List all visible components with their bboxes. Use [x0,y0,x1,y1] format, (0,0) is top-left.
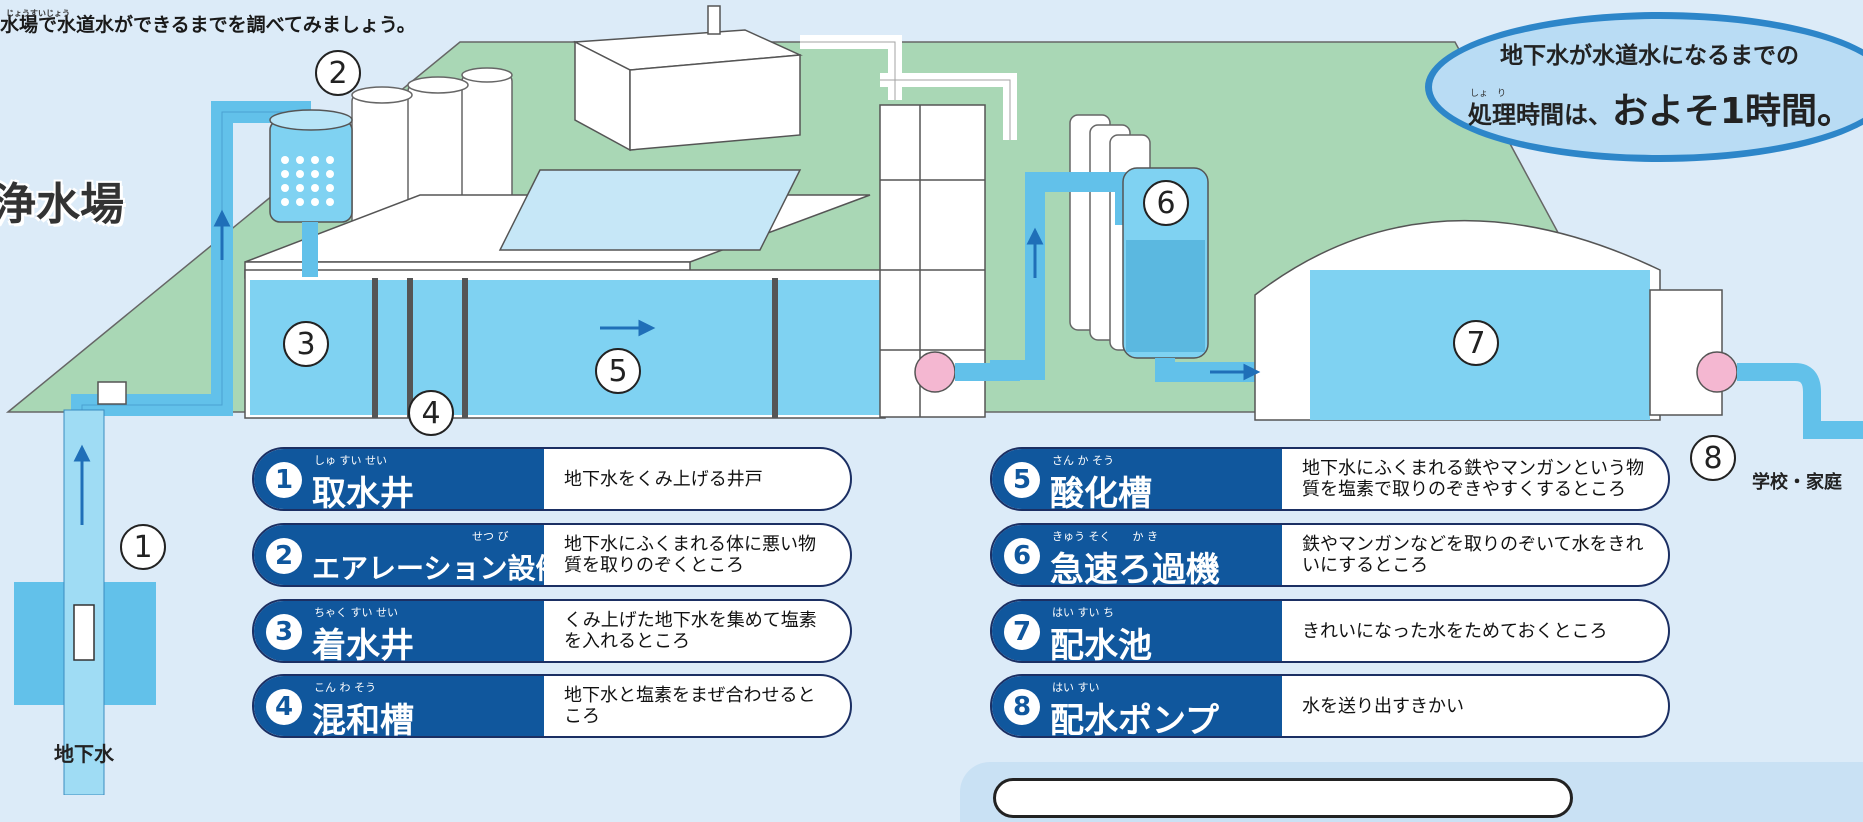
legend-badge: 1 [266,462,302,498]
legend-card-2: 2 せつ び エアレーション設備 地下水にふくまれる体に悪い物質を取りのぞくとこ… [252,523,852,587]
rapid-filter [1122,167,1209,359]
marker-3: 3 [283,321,329,367]
pumps [914,351,1738,393]
reservoir [1254,219,1723,421]
legend-name: 配水ポンプ [1050,701,1219,738]
legend-desc: 鉄やマンガンなどを取りのぞいて水をきれいにするところ [1302,534,1644,576]
legend-badge: 7 [1004,614,1040,650]
lower-panel-box [993,778,1573,818]
legend-ruby: ちゃく すい せい [314,606,398,619]
intro-ruby: じょうすいじょう [6,9,70,18]
legend-name: 配水池 [1050,626,1152,663]
marker-1: 1 [120,524,166,570]
legend-card-8: 8 はい すい 配水ポンプ 水を送り出すきかい [990,674,1670,738]
legend-card-3: 3 ちゃく すい せい 着水井 くみ上げた地下水を集めて塩素を入れるところ [252,599,852,663]
legend-ruby: はい すい ち [1052,606,1114,619]
callout-line1: 地下水が水道水になるまでの [1500,43,1799,69]
intro-text: じょうすいじょう 水場で水道水ができるまでを調べてみましょう。 [0,9,416,36]
main-basin [244,269,886,419]
legend-desc: 地下水にふくまれる鉄やマンガンという物質を塩素で取りのぞきやすくするところ [1302,458,1644,500]
legend-desc: 地下水にふくまれる体に悪い物質を取りのぞくところ [564,534,816,576]
marker-4: 4 [408,390,454,436]
purification-diagram: じょうすいじょう 水場で水道水ができるまでを調べてみましょう。 浄水場 地下水が… [0,5,1863,822]
legend-desc: 地下水と塩素をまぜ合わせるところ [564,685,816,727]
groundwater-label: 地下水 [54,742,114,766]
legend-card-6: 6 きゅう そく か き 急速ろ過機 鉄やマンガンなどを取りのぞいて水をきれいに… [990,523,1670,587]
callout-ruby: しょ り [1470,89,1507,99]
legend-ruby: はい すい [1052,681,1100,694]
legend-ruby: さん か そう [1052,454,1114,467]
legend-badge: 4 [266,689,302,725]
legend-card-1: 1 しゅ すい せい 取水井 地下水をくみ上げる井戸 [252,447,852,511]
legend-desc: 水を送り出すきかい [1302,696,1464,717]
legend-ruby: しゅ すい せい [314,454,387,467]
legend-badge: 8 [1004,689,1040,725]
legend-name: エアレーション設備 [312,552,564,585]
plant-illustration [5,5,1863,795]
marker-5: 5 [595,348,641,394]
well-shaft [14,381,156,795]
legend-badge: 2 [266,538,302,574]
legend-name: 混和槽 [312,701,414,738]
legend-card-4: 4 こん わ そう 混和槽 地下水と塩素をまぜ合わせるところ [252,674,852,738]
legend-badge: 3 [266,614,302,650]
processing-time-callout [1425,12,1863,162]
plant-name: 浄水場 [0,179,124,230]
legend-desc: きれいになった水をためておくところ [1302,621,1608,642]
legend-desc: くみ上げた地下水を集めて塩素を入れるところ [564,610,817,652]
marker-2: 2 [315,50,361,96]
legend-card-7: 7 はい すい ち 配水池 きれいになった水をためておくところ [990,599,1670,663]
legend-ruby: こん わ そう [314,681,376,694]
aeration-tower [269,109,353,277]
legend-name: 着水井 [312,626,414,663]
delivery-pipe [1737,363,1863,439]
legend-name: 取水井 [312,474,414,511]
marker-6: 6 [1143,180,1189,226]
destination-label: 学校・家庭 [1752,472,1842,493]
legend-desc: 地下水をくみ上げる井戸 [564,469,763,490]
legend-badge: 6 [1004,538,1040,574]
marker-8: 8 [1690,435,1736,481]
legend-badge: 5 [1004,462,1040,498]
legend-name: 急速ろ過機 [1050,550,1220,587]
deck [244,169,871,279]
legend-name: 酸化槽 [1050,474,1152,511]
legend-card-5: 5 さん か そう 酸化槽 地下水にふくまれる鉄やマンガンという物質を塩素で取り… [990,447,1670,511]
legend-ruby: せつ び [472,530,509,543]
marker-7: 7 [1453,320,1499,366]
top-tank [572,5,803,152]
callout-line2: 処理時間は、およそ1時間。 [1468,91,1854,132]
flow-arrows [73,209,1261,525]
legend-ruby: きゅう そく か き [1052,530,1158,543]
